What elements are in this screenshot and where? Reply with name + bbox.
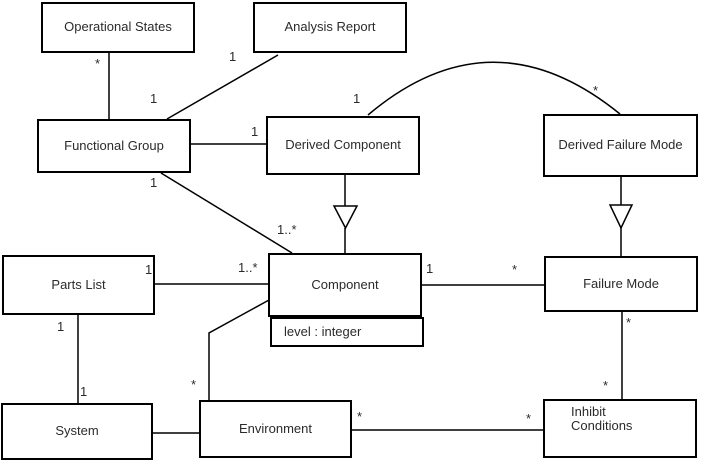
multiplicity-label-operational-states-end: * bbox=[95, 56, 101, 71]
multiplicity-label-component-topleft-end: 1..* bbox=[277, 222, 297, 237]
multiplicity-label-component-right-end: 1 bbox=[426, 261, 434, 276]
class-box-environment[interactable]: Environment bbox=[199, 400, 352, 458]
multiplicity-label-derived-component-left-end: 1 bbox=[251, 124, 259, 139]
class-label-inhibit-conditions: Inhibit Conditions bbox=[571, 404, 633, 434]
multiplicity-label-inhibit-conditions-top-end: * bbox=[603, 378, 609, 393]
multiplicity-label-functional-group-top-end: 1 bbox=[150, 91, 158, 106]
class-box-component[interactable]: Component bbox=[268, 253, 422, 317]
class-box-derived-component[interactable]: Derived Component bbox=[266, 116, 420, 175]
association-functional-group-component bbox=[160, 172, 293, 254]
association-component-environment bbox=[208, 299, 270, 400]
multiplicity-label-failure-mode-left-end: * bbox=[512, 262, 518, 277]
class-box-system[interactable]: System bbox=[1, 403, 153, 460]
class-box-failure-mode[interactable]: Failure Mode bbox=[544, 256, 698, 312]
class-box-inhibit-conditions[interactable]: Inhibit Conditions bbox=[543, 399, 697, 458]
class-box-functional-group[interactable]: Functional Group bbox=[37, 119, 191, 173]
class-attribute-label-component-level: level : integer bbox=[284, 323, 362, 339]
multiplicity-label-failure-mode-bottom-end: * bbox=[626, 315, 632, 330]
multiplicity-label-analysis-report-end: 1 bbox=[229, 49, 237, 64]
multiplicity-label-arc-derived-failure-mode-end: * bbox=[593, 83, 599, 98]
class-label-component: Component bbox=[311, 276, 379, 292]
class-box-parts-list[interactable]: Parts List bbox=[2, 255, 155, 315]
multiplicity-label-component-left-end: 1..* bbox=[238, 260, 258, 275]
class-label-parts-list: Parts List bbox=[51, 276, 106, 292]
multiplicity-label-parts-list-bottom-end: 1 bbox=[57, 319, 65, 334]
multiplicity-label-arc-derived-component-end: 1 bbox=[353, 91, 361, 106]
class-box-operational-states[interactable]: Operational States bbox=[41, 2, 195, 53]
class-label-analysis-report: Analysis Report bbox=[284, 19, 376, 35]
multiplicity-label-parts-list-right-end: 1 bbox=[145, 262, 153, 277]
class-label-system: System bbox=[55, 423, 99, 439]
multiplicity-label-inhibit-conditions-left-end: * bbox=[526, 411, 532, 426]
class-label-functional-group: Functional Group bbox=[64, 137, 164, 153]
class-label-operational-states: Operational States bbox=[64, 19, 172, 35]
multiplicity-label-environment-top-end: * bbox=[191, 377, 197, 392]
class-label-derived-failure-mode: Derived Failure Mode bbox=[558, 137, 683, 153]
association-derived-component-derived-failure-mode-arc bbox=[367, 61, 621, 116]
class-label-failure-mode: Failure Mode bbox=[583, 275, 659, 291]
multiplicity-label-functional-group-bottom-end: 1 bbox=[150, 175, 158, 190]
multiplicity-label-system-top-end: 1 bbox=[80, 384, 88, 399]
generalization-triangle-icon-component bbox=[332, 205, 359, 230]
class-box-derived-failure-mode[interactable]: Derived Failure Mode bbox=[543, 114, 698, 177]
class-label-environment: Environment bbox=[239, 420, 312, 436]
class-label-derived-component: Derived Component bbox=[285, 137, 401, 153]
class-box-analysis-report[interactable]: Analysis Report bbox=[253, 2, 407, 53]
association-analysis-report-functional-group bbox=[166, 54, 279, 120]
generalization-triangle-icon-failure-mode bbox=[608, 204, 634, 230]
class-attribute-box-component[interactable]: level : integer bbox=[270, 317, 424, 347]
multiplicity-label-environment-right-end: * bbox=[357, 409, 363, 424]
